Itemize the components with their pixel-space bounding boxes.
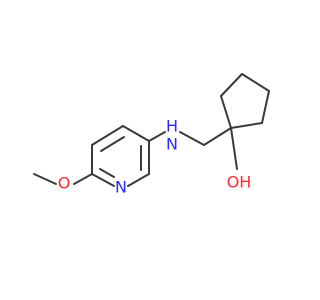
bond-ring-n bbox=[148, 131, 166, 142]
bond-ring-2-double bbox=[100, 136, 125, 152]
bond-cp-4 bbox=[261, 90, 270, 124]
molecule-structure: H N N O OH bbox=[33, 73, 270, 197]
atom-label-o-methoxy: O bbox=[58, 174, 71, 193]
bond-cp-2 bbox=[220, 73, 243, 97]
bond-ring-6-double bbox=[99, 168, 115, 178]
bond-cp-5 bbox=[230, 122, 263, 129]
atom-label-h: H bbox=[166, 117, 178, 136]
atom-label-oh: OH bbox=[227, 173, 252, 192]
bond-ring-2 bbox=[91, 125, 124, 146]
bond-c-oh bbox=[230, 127, 238, 170]
bond-ring-3 bbox=[122, 125, 150, 142]
bond-ring-5 bbox=[127, 173, 150, 187]
atom-label-n-amine: N bbox=[166, 135, 178, 154]
bond-ring-6 bbox=[91, 173, 115, 187]
bond-o-c bbox=[73, 173, 93, 185]
atom-label-n-ring: N bbox=[115, 178, 127, 197]
molecule-diagram: H N N O OH bbox=[33, 73, 270, 197]
bond-ch2-c bbox=[203, 127, 232, 146]
bond-cp-1 bbox=[220, 95, 232, 129]
bond-n-ch2 bbox=[179, 131, 205, 146]
bond-ch3-o bbox=[33, 173, 57, 185]
bond-cp-3 bbox=[241, 73, 270, 92]
